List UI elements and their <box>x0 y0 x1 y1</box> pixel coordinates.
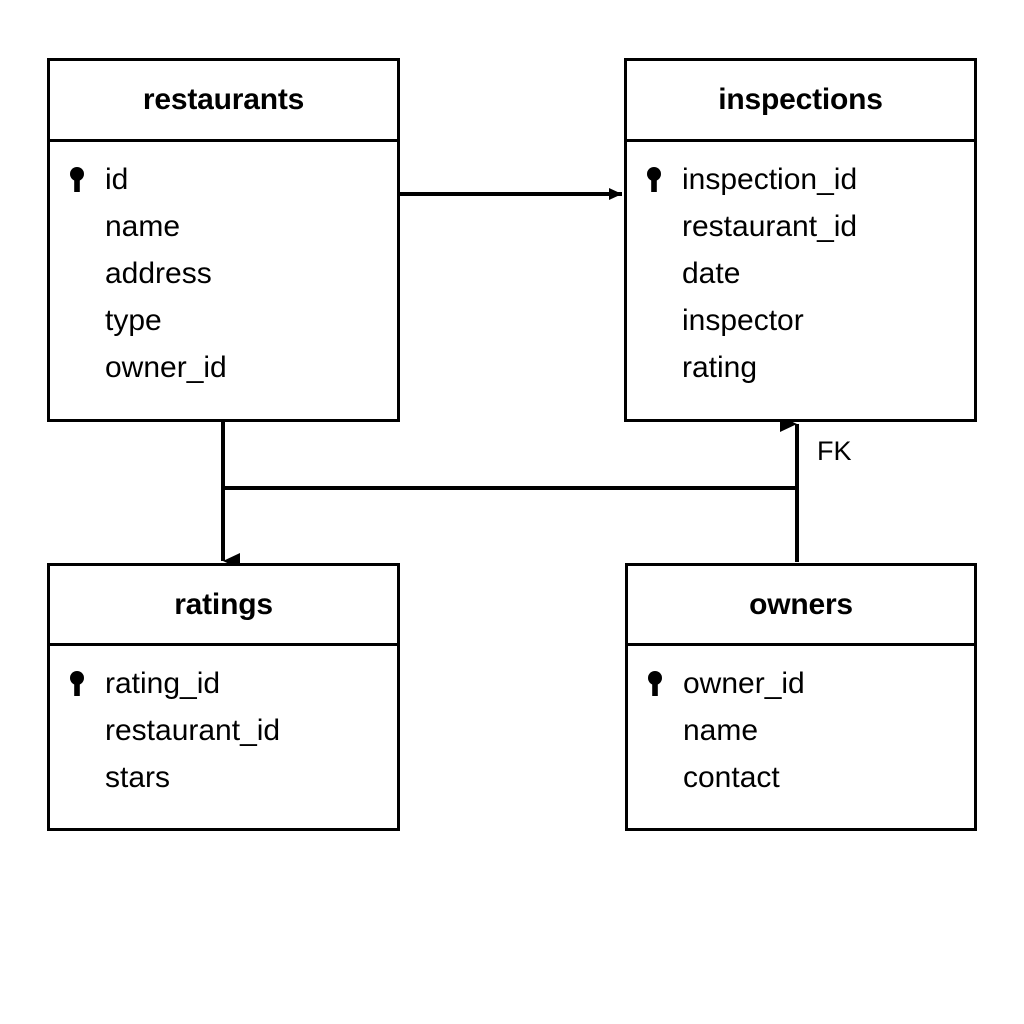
field-name: restaurant_id <box>682 209 858 243</box>
field-name: name <box>105 209 181 243</box>
field-name: name <box>683 713 759 747</box>
field-row[interactable]: owner_id <box>50 344 397 391</box>
entity-ratings-title: ratings <box>174 587 273 621</box>
key-slot-empty <box>69 344 105 391</box>
entity-inspections[interactable]: inspections inspection_id restaurant_id … <box>624 58 977 422</box>
entity-owners-title: owners <box>749 587 853 621</box>
field-name: restaurant_id <box>105 713 281 747</box>
entity-restaurants-header: restaurants <box>50 61 397 142</box>
field-row[interactable]: rating <box>627 344 974 391</box>
field-name: date <box>682 256 741 290</box>
key-slot-empty <box>69 297 105 344</box>
key-slot-empty <box>69 754 105 801</box>
field-row[interactable]: rating_id <box>50 660 397 707</box>
field-row[interactable]: inspector <box>627 297 974 344</box>
key-slot-empty <box>69 707 105 754</box>
entity-ratings[interactable]: ratings rating_id restaurant_id stars <box>47 563 400 831</box>
field-row[interactable]: owner_id <box>628 660 974 707</box>
key-slot-empty <box>646 250 682 297</box>
entity-inspections-fields: inspection_id restaurant_id date inspect… <box>627 142 974 419</box>
key-slot-empty <box>647 754 683 801</box>
key-slot-empty <box>69 250 105 297</box>
fk-relationship-label: FK <box>817 436 852 466</box>
key-slot-empty <box>69 203 105 250</box>
field-row[interactable]: stars <box>50 754 397 801</box>
entity-restaurants-title: restaurants <box>142 83 305 116</box>
entity-inspections-header: inspections <box>627 61 974 142</box>
field-name: owner_id <box>683 666 805 700</box>
field-name: contact <box>683 760 780 794</box>
key-slot-empty <box>646 344 682 391</box>
field-row[interactable]: address <box>50 250 397 297</box>
entity-owners[interactable]: owners owner_id name contact <box>625 563 977 831</box>
field-row[interactable]: restaurant_id <box>627 203 974 250</box>
field-name: inspection_id <box>682 162 858 196</box>
field-row[interactable]: name <box>50 203 397 250</box>
field-name: rating <box>682 350 758 384</box>
primary-key-icon <box>646 156 682 203</box>
field-row[interactable]: type <box>50 297 397 344</box>
field-name: id <box>105 162 129 196</box>
field-row[interactable]: restaurant_id <box>50 707 397 754</box>
primary-key-icon <box>69 660 105 707</box>
key-slot-empty <box>647 707 683 754</box>
field-row[interactable]: contact <box>628 754 974 801</box>
entity-restaurants-fields: id name address type owner_id <box>50 142 397 419</box>
entity-restaurants[interactable]: restaurants id name address <box>47 58 400 422</box>
key-slot-empty <box>646 203 682 250</box>
field-name: owner_id <box>105 350 227 384</box>
field-row[interactable]: name <box>628 707 974 754</box>
entity-owners-header: owners <box>628 566 974 646</box>
field-row[interactable]: inspection_id <box>627 156 974 203</box>
field-name: type <box>105 303 162 337</box>
field-name: rating_id <box>105 666 221 700</box>
field-name: address <box>105 256 212 290</box>
primary-key-icon <box>647 660 683 707</box>
entity-ratings-header: ratings <box>50 566 397 646</box>
primary-key-icon <box>69 156 105 203</box>
key-slot-empty <box>646 297 682 344</box>
field-row[interactable]: id <box>50 156 397 203</box>
entity-inspections-title: inspections <box>718 83 883 116</box>
entity-owners-fields: owner_id name contact <box>628 646 974 828</box>
field-name: inspector <box>682 303 804 337</box>
entity-ratings-fields: rating_id restaurant_id stars <box>50 646 397 828</box>
field-name: stars <box>105 760 171 794</box>
field-row[interactable]: date <box>627 250 974 297</box>
